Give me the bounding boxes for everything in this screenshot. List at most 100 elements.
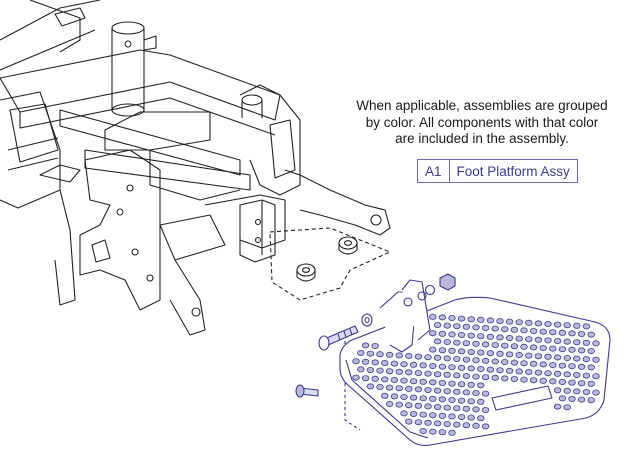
- perforation-hole: [477, 398, 485, 405]
- perforation-hole: [448, 380, 456, 387]
- perforation-hole: [510, 326, 519, 333]
- perforation-hole: [419, 427, 427, 434]
- perforation-hole: [573, 388, 581, 395]
- perforation-hole: [477, 382, 485, 389]
- perforation-hole: [520, 327, 528, 334]
- perforation-hole: [549, 329, 557, 336]
- perforation-hole: [491, 325, 499, 332]
- perforation-hole: [529, 360, 538, 367]
- perforation-hole: [371, 375, 379, 382]
- perforation-hole: [577, 396, 586, 403]
- perforation-hole: [544, 353, 552, 360]
- perforation-hole: [443, 338, 451, 345]
- perforation-hole: [409, 394, 418, 401]
- perforation-hole: [409, 378, 418, 385]
- perforation-hole: [486, 317, 495, 324]
- perforation-hole: [501, 342, 509, 349]
- perforation-hole: [568, 379, 576, 386]
- perforation-hole: [462, 356, 471, 363]
- perforation-hole: [472, 422, 480, 429]
- perforation-hole: [443, 322, 451, 329]
- perforation-hole: [505, 351, 514, 358]
- perforation-hole: [424, 403, 432, 410]
- perforation-hole: [573, 339, 581, 346]
- perforation-hole: [400, 361, 408, 368]
- perforation-hole: [577, 380, 586, 387]
- perforation-hole: [424, 386, 432, 393]
- perforation-hole: [438, 396, 447, 403]
- perforation-hole: [520, 376, 528, 383]
- perforation-hole: [405, 418, 413, 425]
- perforation-hole: [510, 359, 519, 366]
- perforation-hole: [414, 402, 423, 409]
- perforation-hole: [376, 351, 384, 358]
- perforation-hole: [424, 419, 432, 426]
- perforation-hole: [433, 321, 442, 328]
- perforation-hole: [563, 322, 571, 329]
- perforation-hole: [587, 397, 595, 404]
- perforation-hole: [443, 404, 451, 411]
- perforation-hole: [419, 395, 427, 402]
- perforation-hole: [486, 366, 495, 373]
- perforation-hole: [582, 339, 591, 346]
- perforation-hole: [419, 411, 427, 418]
- perforation-hole: [385, 351, 394, 358]
- perforation-hole: [481, 324, 490, 331]
- perforation-hole: [414, 419, 423, 426]
- perforation-hole: [563, 404, 571, 411]
- perforation-hole: [381, 392, 389, 399]
- perforation-hole: [582, 323, 591, 330]
- perforation-hole: [352, 374, 360, 381]
- perforation-hole: [429, 313, 437, 320]
- perforation-hole: [414, 353, 423, 360]
- perforation-hole: [443, 371, 451, 378]
- perforation-hole: [390, 376, 399, 383]
- perforation-hole: [376, 383, 384, 390]
- perforation-hole: [457, 331, 466, 338]
- perforation-hole: [400, 393, 408, 400]
- perforation-hole: [352, 358, 360, 365]
- perforation-hole: [400, 410, 408, 417]
- perforation-hole: [405, 402, 413, 409]
- perforation-hole: [390, 360, 399, 367]
- perforation-hole: [534, 369, 543, 376]
- perforation-hole: [433, 403, 442, 410]
- perforation-hole: [453, 355, 461, 362]
- perforation-hole: [429, 428, 437, 435]
- perforation-hole: [477, 333, 485, 340]
- perforation-hole: [357, 366, 365, 373]
- perforation-hole: [429, 330, 437, 337]
- perforation-hole: [453, 405, 461, 412]
- perforation-hole: [496, 350, 504, 357]
- perforation-hole: [457, 381, 466, 388]
- perforation-hole: [457, 397, 466, 404]
- perforation-hole: [395, 352, 403, 359]
- perforation-hole: [563, 387, 571, 394]
- perforation-hole: [385, 368, 394, 375]
- perforation-hole: [558, 395, 567, 402]
- perforation-hole: [558, 329, 567, 336]
- perforation-hole: [453, 339, 461, 346]
- perforation-hole: [529, 344, 538, 351]
- perforation-hole: [525, 352, 533, 359]
- perforation-hole: [544, 370, 552, 377]
- perforation-hole: [438, 429, 447, 436]
- perforation-hole: [462, 389, 471, 396]
- perforation-hole: [573, 371, 581, 378]
- perforation-hole: [448, 314, 456, 321]
- perforation-hole: [592, 373, 600, 380]
- perforation-hole: [376, 367, 384, 374]
- perforation-hole: [395, 385, 403, 392]
- perforation-hole: [448, 429, 456, 436]
- perforation-hole: [467, 316, 475, 323]
- chassis-frame: [0, 0, 391, 336]
- perforation-hole: [553, 370, 562, 377]
- perforation-hole: [361, 375, 370, 382]
- note-line: are included in the assembly.: [395, 131, 569, 146]
- perforation-hole: [592, 389, 600, 396]
- perforation-hole: [467, 365, 475, 372]
- perforation-hole: [525, 368, 533, 375]
- perforation-hole: [385, 400, 394, 407]
- perforation-hole: [462, 372, 471, 379]
